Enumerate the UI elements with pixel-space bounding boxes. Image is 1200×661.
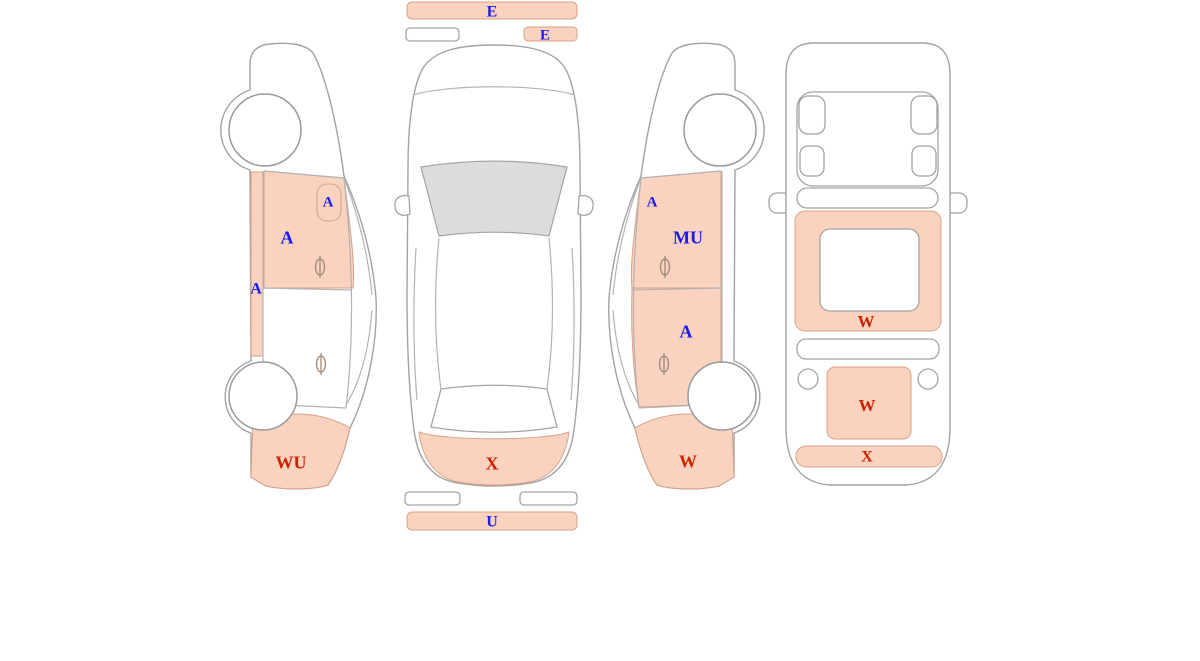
right-rear-bumper-label: W xyxy=(679,451,697,471)
headrest-left-inner xyxy=(799,145,825,177)
top-front-left-strip xyxy=(405,27,460,42)
right-rear-door-label: A xyxy=(680,321,693,341)
top-rear-deck-zone[interactable] xyxy=(418,431,570,486)
left-rocker-zone[interactable] xyxy=(250,171,264,357)
top-front-bar-label: E xyxy=(487,4,498,21)
headrest-right-outer xyxy=(910,95,938,135)
left-front-door-label: A xyxy=(281,227,294,247)
left-front-door-zone[interactable] xyxy=(263,170,355,289)
rear-view: W W X xyxy=(768,42,968,486)
top-view: E E X U xyxy=(394,1,594,531)
rear-right-lamp-icon xyxy=(917,368,939,390)
right-front-door-label: MU xyxy=(673,227,703,247)
top-front-right-strip-zone[interactable] xyxy=(523,26,578,42)
top-rear-bar-zone[interactable] xyxy=(406,511,578,531)
rear-bumper-label: X xyxy=(861,449,873,466)
top-rear-bar-label: U xyxy=(486,514,498,531)
door-line-left xyxy=(413,247,418,401)
top-rear-left-strip xyxy=(404,491,461,506)
top-body-outline xyxy=(406,44,582,487)
tailgate-inner-panel xyxy=(819,228,920,312)
rear-window xyxy=(430,384,558,433)
top-rear-deck-label: X xyxy=(486,453,499,473)
windshield xyxy=(420,160,568,237)
left-mirror-label: A xyxy=(323,194,334,210)
rear-bumper-zone[interactable] xyxy=(795,445,943,468)
left-rear-bumper-label: WU xyxy=(276,452,307,472)
roof-edge-left xyxy=(434,237,442,390)
rear-license-panel-zone[interactable] xyxy=(826,366,912,440)
top-front-right-strip-label: E xyxy=(540,27,550,43)
rear-left-lamp-icon xyxy=(797,368,819,390)
roof-edge-right xyxy=(546,237,554,390)
headrest-left-outer xyxy=(798,95,826,135)
door-line-right xyxy=(570,247,575,401)
left-mirror-top-icon xyxy=(394,194,411,216)
right-mirror-top-icon xyxy=(577,194,594,216)
rear-window-frame xyxy=(796,91,939,187)
rear-license-panel-label: W xyxy=(859,396,876,415)
left-side-view: A A A WU xyxy=(220,42,377,490)
left-rocker-label: A xyxy=(250,281,262,298)
left-rear-bumper-zone[interactable] xyxy=(250,413,351,490)
right-side-view: A MU A W xyxy=(608,42,765,490)
right-rear-bumper-zone[interactable] xyxy=(634,413,735,490)
rear-tailgate-label: W xyxy=(858,312,875,331)
top-front-bar-zone[interactable] xyxy=(406,1,578,20)
top-rear-right-strip xyxy=(519,491,578,506)
rear-trim-bar xyxy=(796,338,940,360)
left-mirror-zone[interactable] xyxy=(316,183,342,222)
right-mirror-label: A xyxy=(647,194,658,210)
rear-spoiler-bar xyxy=(796,187,939,209)
hood-cut-line xyxy=(412,86,576,96)
headrest-right-inner xyxy=(911,145,937,177)
